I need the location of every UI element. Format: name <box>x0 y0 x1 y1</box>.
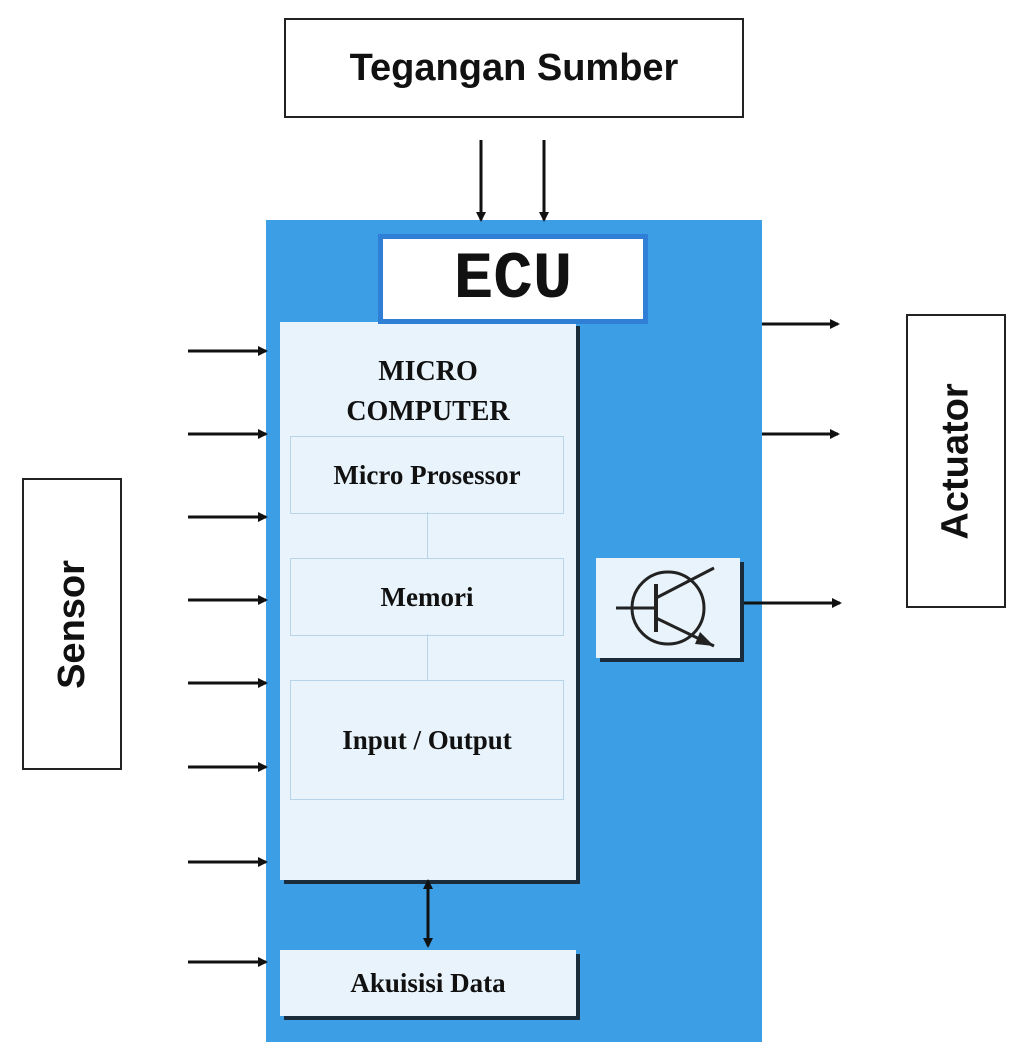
data-acquisition-box: Akuisisi Data <box>280 950 576 1016</box>
connector-line <box>427 634 428 680</box>
transistor-icon <box>616 566 715 648</box>
memory-box: Memori <box>290 558 564 636</box>
actuator-box: Actuator <box>906 314 1006 608</box>
voltage-source-box: Tegangan Sumber <box>284 18 744 118</box>
voltage-source-label: Tegangan Sumber <box>349 46 679 89</box>
micro-processor-label: Micro Prosessor <box>333 459 521 490</box>
input-output-box: Input / Output <box>290 680 564 800</box>
memory-label: Memori <box>380 581 474 612</box>
micro-processor-box: Micro Prosessor <box>290 436 564 514</box>
driver-block <box>596 558 740 658</box>
connector-line <box>427 512 428 558</box>
ecu-title-box: ECU <box>378 234 648 324</box>
micro-computer-title: MICRO COMPUTER <box>280 352 576 432</box>
ecu-title: ECU <box>453 241 573 317</box>
data-acquisition-label: Akuisisi Data <box>350 967 506 998</box>
sensor-box: Sensor <box>22 478 122 770</box>
micro-computer-block: MICRO COMPUTER Micro Prosessor Memori In… <box>280 322 576 880</box>
input-output-label: Input / Output <box>342 724 512 755</box>
micro-computer-title-line1: MICRO <box>378 356 478 387</box>
micro-computer-title-line2: COMPUTER <box>346 396 510 427</box>
